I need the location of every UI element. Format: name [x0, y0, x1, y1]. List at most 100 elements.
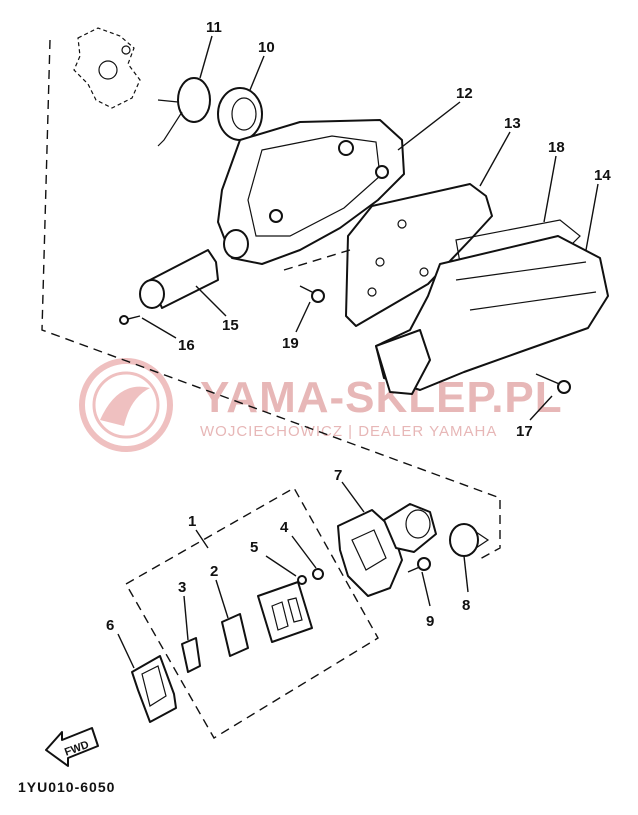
reed-plate — [257, 581, 313, 643]
element-hole-4 — [419, 267, 429, 277]
callout-7: 7 — [334, 467, 342, 484]
part-12-case — [217, 101, 461, 265]
screw-9-head — [417, 557, 431, 571]
joint-inner — [231, 97, 257, 131]
callout-line-6 — [117, 633, 135, 669]
callout-14: 14 — [594, 167, 611, 184]
callout-line-3 — [183, 595, 189, 641]
callout-line-10 — [249, 55, 265, 91]
reed-plate-ports — [271, 597, 303, 631]
crankcase-bolt — [121, 45, 131, 55]
case-outlet — [223, 229, 249, 259]
callout-17: 17 — [516, 423, 533, 440]
callout-line-2 — [215, 579, 229, 619]
part-2-reed — [215, 579, 249, 657]
callout-line-14 — [585, 183, 599, 251]
reed-body — [221, 613, 249, 657]
callout-line-1 — [195, 529, 209, 549]
case-boss-3 — [269, 209, 283, 223]
watermark-logo-mark — [100, 386, 150, 426]
part-19-screw — [283, 249, 351, 333]
screw-17-head — [557, 380, 571, 394]
part-11-clip — [157, 35, 213, 147]
lower-dashed-boundary — [125, 487, 379, 739]
callout-line-18 — [543, 155, 557, 223]
clamp-screw — [475, 531, 490, 549]
gasket-outer — [131, 655, 177, 723]
forward-arrow: FWD — [45, 727, 99, 767]
callout-line-7 — [341, 481, 365, 513]
callout-numbers: 1 2 3 4 5 6 7 8 9 10 11 12 13 14 15 16 1… — [106, 19, 611, 634]
callout-18: 18 — [548, 139, 565, 156]
callout-10: 10 — [258, 39, 275, 56]
lower-assembly-outline — [125, 487, 379, 739]
callout-line-13 — [479, 131, 511, 187]
callout-2: 2 — [210, 563, 218, 580]
fwd-arrow-shape — [45, 727, 99, 767]
clip-arms — [157, 99, 183, 147]
cover-ridge — [455, 261, 597, 311]
case-body — [217, 119, 405, 265]
clamp-ring — [449, 523, 479, 557]
part-7-manifold — [337, 481, 437, 597]
part-8-clamp — [449, 523, 490, 593]
callout-line-8 — [463, 555, 469, 593]
callout-line-4 — [291, 535, 317, 569]
duct-flange — [139, 279, 165, 309]
callout-line-19 — [295, 301, 311, 333]
watermark: YAMA-SKLEP.PL WOJCIECHOWICZ | DEALER YAM… — [79, 358, 563, 452]
callout-line-5 — [265, 555, 297, 577]
watermark-subtitle: WOJCIECHOWICZ | DEALER YAMAHA — [200, 423, 497, 440]
callout-6: 6 — [106, 617, 114, 634]
screw-16-head — [119, 315, 129, 325]
callout-19: 19 — [282, 335, 299, 352]
callout-line-15 — [195, 285, 227, 317]
part-14-cover — [375, 183, 609, 395]
cover-snout — [375, 329, 431, 395]
watermark-title: YAMA-SKLEP.PL — [200, 373, 563, 422]
gasket-inner — [141, 665, 167, 707]
callout-11: 11 — [206, 19, 222, 36]
crankcase-outline — [73, 27, 141, 109]
part-3-stopper — [181, 595, 201, 673]
manifold-port — [351, 529, 387, 571]
callout-15: 15 — [222, 317, 239, 334]
callout-16: 16 — [178, 337, 195, 354]
element-hole-2 — [375, 257, 385, 267]
callout-line-16 — [141, 317, 177, 339]
screw-4-head — [312, 568, 324, 580]
clip-ring — [177, 77, 211, 123]
crankcase-hole — [98, 60, 118, 80]
manifold-mouth — [405, 509, 431, 539]
stopper-body — [181, 637, 201, 673]
crankcase-fragment — [73, 27, 141, 109]
callout-9: 9 — [426, 613, 434, 630]
manifold-flange — [337, 509, 403, 597]
case-boss-2 — [375, 165, 389, 179]
callout-1: 1 — [188, 513, 196, 530]
callout-5: 5 — [250, 539, 258, 556]
callout-3: 3 — [178, 579, 186, 596]
part-17-screw — [529, 373, 571, 421]
diagram-code: 1YU010-6050 — [18, 779, 115, 795]
callout-line-9 — [421, 571, 431, 607]
screw-19-head — [311, 289, 325, 303]
part-4-screw — [291, 535, 324, 580]
callout-13: 13 — [504, 115, 521, 132]
part-9-screw — [407, 557, 431, 607]
screw-19-guide — [283, 249, 351, 271]
cover-body — [375, 235, 609, 391]
part-5-washer — [265, 555, 307, 585]
element-hole-1 — [397, 219, 407, 229]
element-hole-3 — [367, 287, 377, 297]
washer-5 — [297, 575, 307, 585]
case-inner-frame — [247, 135, 381, 237]
case-boss-1 — [338, 140, 354, 156]
callout-line-11 — [199, 35, 213, 79]
callout-4: 4 — [280, 519, 289, 536]
callout-8: 8 — [462, 597, 470, 614]
manifold-neck — [383, 503, 437, 553]
part-10-joint — [217, 55, 265, 141]
part-15-duct — [139, 249, 227, 317]
